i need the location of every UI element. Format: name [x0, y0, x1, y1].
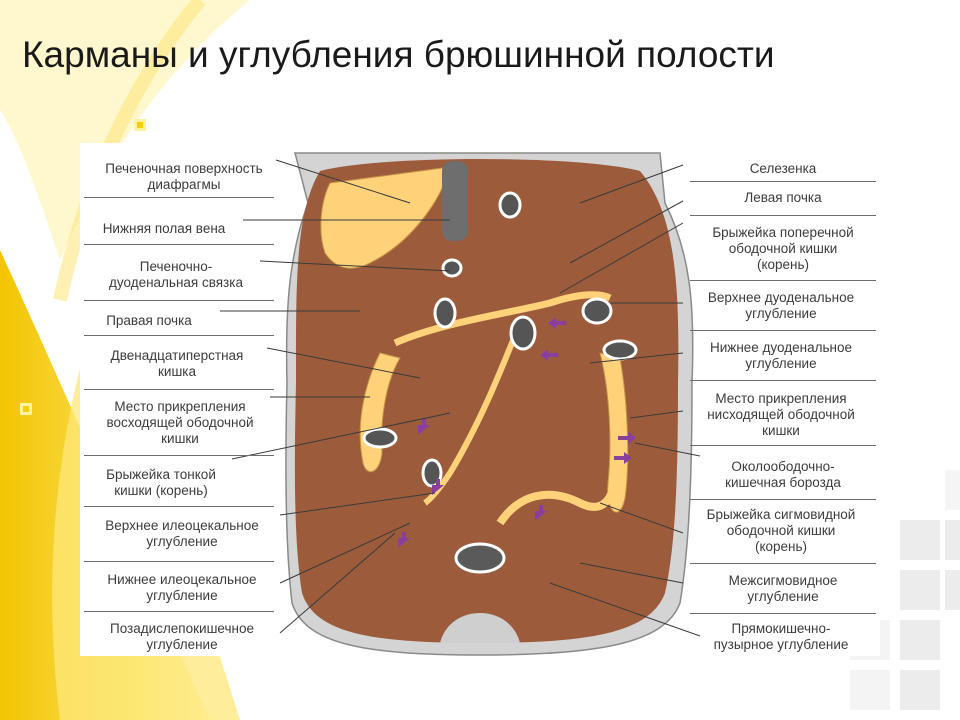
rectum: [454, 542, 506, 574]
recess-arrows: [398, 317, 636, 548]
separator: [84, 611, 274, 612]
separator: [84, 244, 274, 245]
transverse-mesocolon-root: [393, 291, 612, 347]
leader-lines-left: [220, 159, 451, 634]
separator: [690, 181, 876, 182]
separator: [84, 389, 274, 390]
label-paracolic-gutter: Околоободочно-кишечная борозда: [725, 459, 841, 490]
separator: [690, 499, 876, 500]
separator: [690, 280, 876, 281]
label-spleen: Селезенка: [749, 161, 817, 176]
vena-cava: [442, 161, 468, 241]
bladder: [440, 613, 520, 643]
small-intestine-root: [423, 321, 523, 506]
liver-diaphragm-region: [320, 166, 451, 269]
separator: [84, 197, 274, 198]
separator: [690, 380, 876, 381]
yellow-streak: [53, 0, 206, 302]
vessel-cuts: [362, 191, 638, 488]
abdomen-illustration: [220, 152, 701, 656]
bullet-square-icon: [20, 403, 32, 415]
leader-lines-right: [549, 164, 701, 637]
label-inferior-vena-cava: Нижняя полая вена: [102, 221, 226, 236]
label-right-kidney: Правая почка: [106, 313, 192, 328]
bullet-square-icon: [134, 119, 146, 131]
label-left-kidney: Левая почка: [744, 190, 822, 205]
separator: [84, 506, 274, 507]
sigmoid-mesocolon-root: [496, 481, 619, 526]
separator: [690, 445, 876, 446]
separator: [690, 330, 876, 331]
separator: [84, 335, 274, 336]
slide-title: Карманы и углубления брюшинной полости: [22, 34, 775, 75]
descending-attachment: [599, 352, 629, 513]
label-rectovesical-pouch: Прямокишечно-пузырное углубление: [713, 621, 849, 652]
separator: [690, 563, 876, 564]
separator: [690, 613, 876, 614]
separator: [84, 455, 274, 456]
separator: [690, 215, 876, 216]
separator: [84, 561, 274, 562]
separator: [84, 300, 274, 301]
label-hepatoduodenal-ligament: Печеночно-дуоденальная связка: [109, 259, 243, 290]
